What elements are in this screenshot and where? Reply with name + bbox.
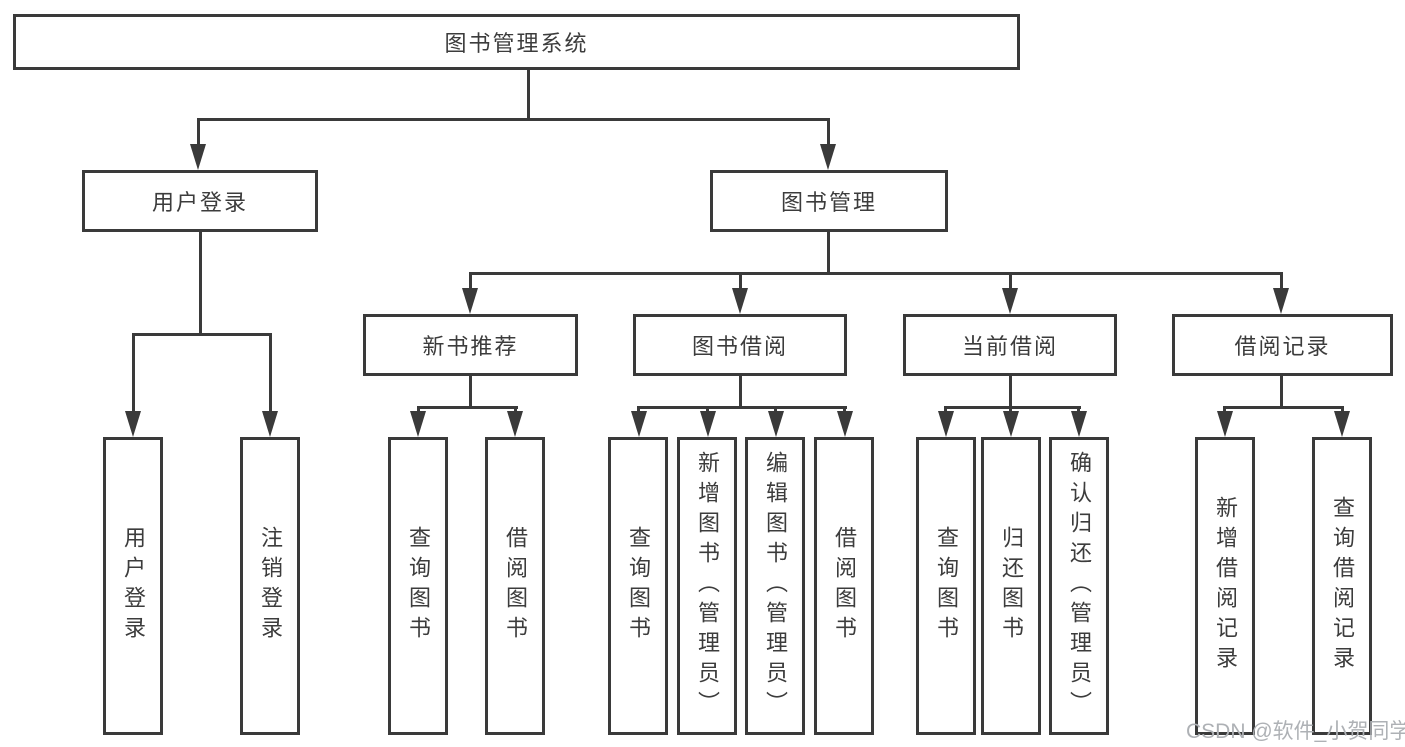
connector-vline [1009,376,1012,409]
leaf-query-borrow-record: 查询借阅记录 [1312,437,1372,735]
node-label: 图书借阅 [691,334,788,359]
connector-vline [514,406,517,415]
connector-vline [827,232,830,275]
arrowhead-icon [125,411,141,437]
arrowhead-icon [1002,288,1018,314]
arrowhead-icon [938,411,954,437]
leaf-return-books: 归还图书 [981,437,1041,735]
arrowhead-icon [732,288,748,314]
node-label: 借阅记录 [1234,334,1331,359]
connector-vline [269,333,272,413]
node-label: 查询图书 [934,526,959,646]
node-book-management: 图书管理 [710,170,948,232]
node-label: 图书管理 [780,190,877,215]
node-label: 新书推荐 [422,334,519,359]
connector-hline [132,333,272,336]
connector-hline [197,118,830,121]
node-label: 借阅图书 [503,526,528,646]
arrowhead-icon [1334,411,1350,437]
node-new-book-recommend: 新书推荐 [363,314,578,376]
connector-vline [774,406,777,415]
node-label: 新增借阅记录 [1213,496,1238,676]
connector-vline [637,406,640,415]
arrowhead-icon [1071,411,1087,437]
node-library-system: 图书管理系统 [13,14,1020,70]
arrowhead-icon [190,144,206,170]
node-label: 确认归还（管理员） [1067,451,1092,721]
leaf-edit-books-admin: 编辑图书（管理员） [745,437,805,735]
arrowhead-icon [631,411,647,437]
node-borrow-records: 借阅记录 [1172,314,1393,376]
arrowhead-icon [768,411,784,437]
connector-hline [469,272,1283,275]
leaf-query-books-current: 查询图书 [916,437,976,735]
arrowhead-icon [507,411,523,437]
leaf-confirm-return-admin: 确认归还（管理员） [1049,437,1109,735]
connector-vline [1280,376,1283,409]
connector-vline [827,118,830,148]
arrowhead-icon [1273,288,1289,314]
connector-vline [1009,272,1012,292]
connector-vline [1341,406,1344,415]
node-label: 查询图书 [406,526,431,646]
node-label: 查询图书 [626,526,651,646]
connector-vline [527,70,530,120]
node-label: 注销登录 [258,526,283,646]
leaf-user-login: 用户登录 [103,437,163,735]
connector-vline [197,118,200,148]
connector-vline [1077,406,1080,415]
arrowhead-icon [262,411,278,437]
leaf-borrow-books-recommend: 借阅图书 [485,437,545,735]
arrowhead-icon [410,411,426,437]
node-label: 用户登录 [121,526,146,646]
connector-vline [739,376,742,409]
leaf-add-books-admin: 新增图书（管理员） [677,437,737,735]
node-label: 归还图书 [999,526,1024,646]
connector-hline [637,406,847,409]
leaf-logout: 注销登录 [240,437,300,735]
leaf-add-borrow-record: 新增借阅记录 [1195,437,1255,735]
connector-vline [199,232,202,335]
node-label: 图书管理系统 [444,31,589,56]
connector-vline [1223,406,1226,415]
leaf-query-books-recommend: 查询图书 [388,437,448,735]
connector-hline [417,406,518,409]
arrowhead-icon [820,144,836,170]
arrowhead-icon [462,288,478,314]
arrowhead-icon [1003,411,1019,437]
connector-vline [739,272,742,292]
node-label: 借阅图书 [832,526,857,646]
connector-vline [469,272,472,292]
node-user-login: 用户登录 [82,170,318,232]
node-current-borrow: 当前借阅 [903,314,1117,376]
connector-vline [706,406,709,415]
leaf-borrow-books: 借阅图书 [814,437,874,735]
connector-vline [843,406,846,415]
node-label: 编辑图书（管理员） [763,451,788,721]
connector-hline [1223,406,1344,409]
node-book-borrow: 图书借阅 [633,314,847,376]
node-label: 用户登录 [151,190,248,215]
arrowhead-icon [1217,411,1233,437]
connector-vline [469,376,472,409]
connector-hline [944,406,1081,409]
connector-vline [1280,272,1283,292]
csdn-watermark: CSDN @软件_小贺同学 [1186,720,1405,743]
connector-vline [944,406,947,415]
arrowhead-icon [837,411,853,437]
connector-vline [417,406,420,415]
connector-vline [1009,406,1012,415]
arrowhead-icon [700,411,716,437]
leaf-query-books-borrow: 查询图书 [608,437,668,735]
node-label: 当前借阅 [961,334,1058,359]
node-label: 新增图书（管理员） [695,451,720,721]
connector-vline [132,333,135,413]
node-label: 查询借阅记录 [1330,496,1355,676]
